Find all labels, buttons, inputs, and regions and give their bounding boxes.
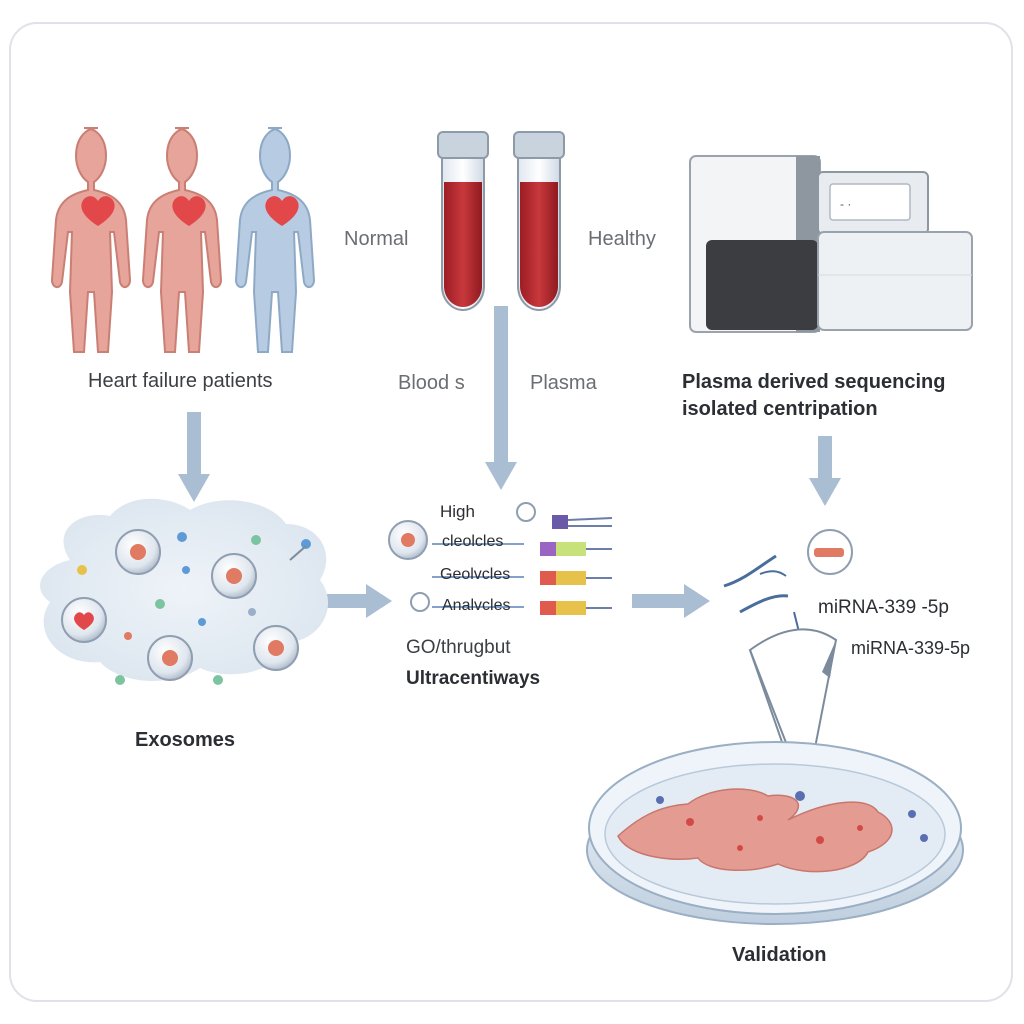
heart-icon bbox=[172, 196, 206, 226]
label-validation: Validation bbox=[732, 944, 827, 966]
label-plasma: Plasma bbox=[530, 372, 597, 394]
heart-icon bbox=[81, 196, 115, 226]
test-tube-icon bbox=[437, 131, 489, 312]
label-go-throughput: GO/thrugbut bbox=[406, 637, 511, 658]
label-row-3: Analvcles bbox=[442, 597, 511, 614]
exosome-icon bbox=[61, 529, 299, 681]
patient-red-1 bbox=[50, 127, 132, 353]
label-blood: Blood s bbox=[398, 372, 465, 394]
test-tube-icon bbox=[513, 131, 565, 312]
mirna-illustration bbox=[723, 529, 853, 637]
arrow-down-1 bbox=[178, 412, 210, 502]
label-mirna-1: miRNA-339 -5p bbox=[818, 597, 949, 618]
label-ultracentiways: Ultracentiways bbox=[406, 668, 541, 689]
arrow-down-3 bbox=[809, 436, 841, 506]
svg-text:- ·: - · bbox=[840, 197, 851, 211]
label-heart-failure-patients: Heart failure patients bbox=[88, 370, 273, 392]
arrow-right-2 bbox=[632, 584, 710, 618]
label-exosomes: Exosomes bbox=[135, 729, 236, 751]
petri-dish-icon bbox=[586, 741, 964, 925]
sequencer-icon: - · bbox=[689, 155, 973, 333]
label-high: High bbox=[440, 502, 475, 521]
label-mirna-2: miRNA-339-5p bbox=[851, 638, 971, 658]
heart-icon bbox=[265, 196, 299, 226]
arrow-right-1 bbox=[318, 584, 392, 618]
label-normal: Normal bbox=[344, 228, 409, 250]
analysis-icons bbox=[388, 502, 536, 612]
label-sequencing-line2: isolated centripation bbox=[682, 398, 878, 420]
arrow-down-2 bbox=[485, 306, 517, 490]
label-row-1: cleolcles bbox=[442, 533, 504, 550]
patient-red-2 bbox=[141, 127, 223, 353]
exosome-particles bbox=[77, 532, 311, 685]
patient-blue bbox=[234, 127, 316, 353]
label-row-2: Geolvcles bbox=[440, 566, 511, 583]
label-healthy: Healthy bbox=[588, 228, 656, 250]
label-sequencing-line1: Plasma derived sequencing bbox=[682, 371, 946, 393]
sample-tube-rows bbox=[540, 515, 613, 615]
